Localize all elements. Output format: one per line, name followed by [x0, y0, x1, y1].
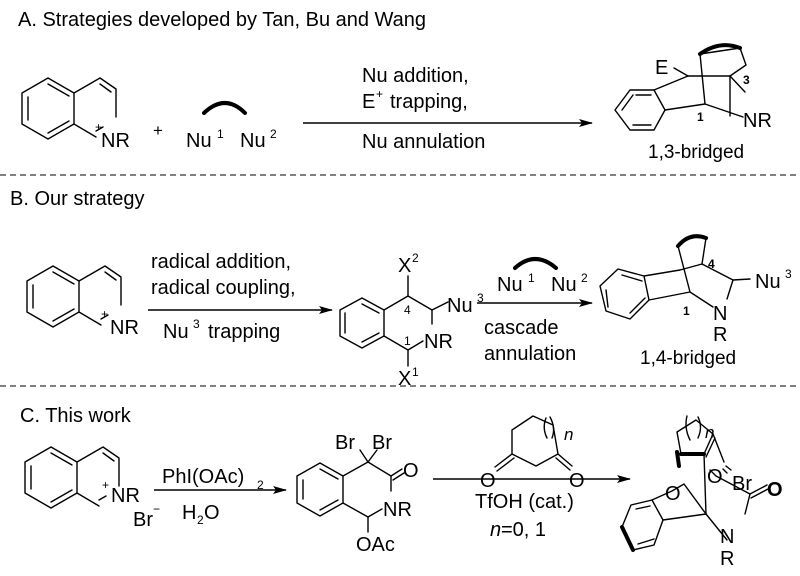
svg-text:O: O: [707, 466, 723, 488]
caption-1-3-bridged: 1,3-bridged: [648, 142, 744, 163]
section-c-title: C. This work: [20, 405, 132, 427]
conditions-a-line1: Nu addition,: [362, 65, 469, 87]
conditions-a-line2: trapping,: [390, 91, 468, 113]
svg-text:=0, 1: =0, 1: [501, 519, 546, 541]
svg-text:1: 1: [412, 365, 419, 379]
svg-text:R: R: [720, 548, 734, 570]
isoquinolinium-c: + NR Br −: [24, 446, 160, 531]
section-a: A. Strategies developed by Tan, Bu and W…: [18, 9, 772, 163]
reaction-arrow-b1: radical addition, radical coupling, Nu 3…: [148, 251, 333, 343]
svg-text:n: n: [564, 425, 573, 444]
reactant-b-label: NR: [110, 317, 139, 339]
isoquinolinium-a: + NR: [21, 77, 130, 152]
svg-text:R: R: [713, 324, 727, 346]
product-1-3-bridged: E 3 1 NR 1,3-bridged: [614, 43, 772, 163]
svg-text:3: 3: [785, 267, 792, 281]
svg-text:n: n: [705, 423, 714, 442]
svg-text:n: n: [490, 519, 501, 541]
svg-text:OAc: OAc: [356, 534, 395, 556]
section-b-title: B. Our strategy: [10, 188, 145, 210]
svg-text:+: +: [101, 307, 108, 321]
svg-text:O: O: [665, 483, 681, 505]
isoquinolinium-b: + NR: [26, 265, 139, 339]
svg-text:NR: NR: [743, 110, 772, 132]
svg-text:X: X: [398, 255, 411, 277]
svg-text:2: 2: [412, 251, 419, 265]
svg-text:4: 4: [404, 303, 411, 317]
svg-text:+: +: [376, 87, 383, 101]
reaction-arrow-b2: Nu 1 Nu 2 cascade annulation: [477, 257, 593, 365]
svg-text:Nu: Nu: [497, 274, 523, 296]
bidentate-nucleophile-a: Nu 1 Nu 2: [186, 101, 277, 152]
cyclic-1-3-dione: O O n: [480, 415, 585, 492]
svg-text:Br: Br: [335, 432, 355, 454]
svg-text:NR: NR: [424, 331, 453, 353]
svg-text:Br: Br: [133, 509, 153, 531]
conditions-a-line3: Nu annulation: [362, 131, 485, 153]
svg-text:1: 1: [697, 110, 704, 124]
svg-text:3: 3: [477, 291, 484, 305]
svg-text:Nu: Nu: [240, 130, 266, 152]
svg-text:radical coupling,: radical coupling,: [151, 277, 296, 299]
svg-text:1: 1: [683, 304, 690, 318]
svg-text:3: 3: [193, 317, 200, 331]
svg-text:3: 3: [743, 73, 750, 87]
svg-text:Nu: Nu: [755, 271, 781, 293]
svg-text:H: H: [182, 502, 196, 524]
svg-text:2: 2: [270, 127, 277, 141]
svg-text:radical addition,: radical addition,: [151, 251, 291, 273]
svg-text:+: +: [102, 478, 109, 492]
section-a-title: A. Strategies developed by Tan, Bu and W…: [18, 9, 426, 31]
svg-text:PhI(OAc): PhI(OAc): [162, 466, 244, 488]
intermediate-c: Br Br O NR OAc: [296, 432, 419, 556]
section-b: B. Our strategy + NR radical addition, r…: [10, 188, 792, 390]
svg-text:O: O: [204, 502, 220, 524]
svg-text:E: E: [655, 57, 668, 79]
svg-text:Nu: Nu: [163, 321, 189, 343]
svg-text:Br: Br: [732, 473, 752, 495]
svg-text:2: 2: [257, 478, 264, 492]
svg-text:Nu: Nu: [551, 274, 577, 296]
product-bridged-polycycle: n O O Br O N R: [620, 415, 783, 570]
reaction-arrow-c1: PhI(OAc) 2 H 2 O: [154, 466, 287, 527]
caption-1-4-bridged: 1,4-bridged: [640, 348, 736, 369]
reactant-c-label: NR: [111, 485, 140, 507]
svg-text:+: +: [95, 120, 102, 134]
svg-text:2: 2: [581, 271, 588, 285]
reactant-a-label: NR: [101, 130, 130, 152]
svg-text:trapping: trapping: [208, 321, 280, 343]
svg-text:cascade: cascade: [484, 317, 559, 339]
svg-text:−: −: [153, 502, 160, 516]
svg-text:4: 4: [708, 257, 715, 271]
svg-text:NR: NR: [383, 499, 412, 521]
svg-text:TfOH (cat.): TfOH (cat.): [475, 491, 574, 513]
svg-text:Nu: Nu: [447, 295, 473, 317]
reaction-arrow-c2: O O n TfOH (cat.) n =0, 1: [433, 415, 631, 541]
reaction-arrow-a: Nu addition, E + trapping, Nu annulation: [303, 65, 593, 153]
svg-text:annulation: annulation: [484, 343, 576, 365]
product-1-4-bridged: 4 1 Nu 3 N R 1,4-bridged: [599, 234, 792, 369]
intermediate-b: X 2 Nu 3 4 1 NR X 1: [339, 251, 484, 390]
svg-text:2: 2: [197, 513, 204, 527]
svg-text:O: O: [480, 470, 496, 492]
svg-text:O: O: [767, 479, 783, 501]
svg-text:X: X: [398, 368, 411, 390]
svg-text:Br: Br: [372, 432, 392, 454]
svg-text:Nu: Nu: [186, 130, 212, 152]
section-c: C. This work + NR Br − PhI(OAc) 2 H 2 O …: [20, 405, 783, 570]
svg-text:1: 1: [528, 271, 535, 285]
svg-text:O: O: [403, 460, 419, 482]
svg-text:E: E: [362, 91, 375, 113]
svg-text:O: O: [569, 470, 585, 492]
svg-text:N: N: [720, 526, 734, 548]
svg-text:N: N: [713, 303, 727, 325]
svg-text:1: 1: [217, 127, 224, 141]
svg-text:1: 1: [404, 334, 411, 348]
plus-sign: +: [153, 121, 163, 140]
